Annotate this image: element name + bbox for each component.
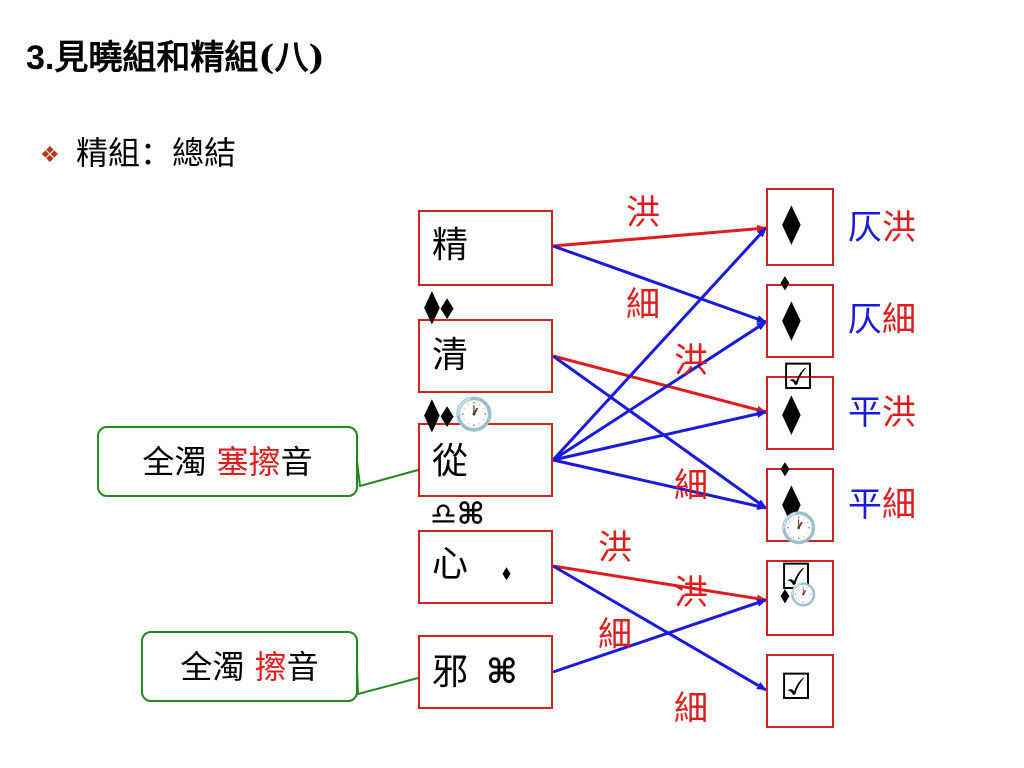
- arrow-cong-to-ze-xi: [552, 320, 767, 462]
- note-fricative: 全濁 擦音: [141, 631, 358, 702]
- target-mark: ⧫: [782, 391, 801, 435]
- note-suffix: 音: [280, 442, 313, 481]
- overflow-mark-3: ⬧: [780, 456, 790, 481]
- note-highlight: 塞擦: [216, 442, 281, 481]
- note-affricate: 全濁 塞擦音: [97, 426, 358, 497]
- source-box-qing: 清: [418, 319, 553, 393]
- target-box-5: ☑: [766, 560, 834, 636]
- note-prefix: 全濁: [180, 647, 245, 686]
- target-mark: ⧫: [782, 481, 801, 525]
- target-box-3: ⧫: [766, 376, 834, 450]
- tone-label: 仄: [848, 300, 882, 340]
- edge-label: 洪: [598, 528, 632, 568]
- source-symbol: ⬧: [502, 560, 511, 584]
- source-box-cong: 從: [418, 423, 553, 497]
- target-label-2: 仄細: [848, 303, 916, 337]
- connector-note2: [356, 669, 419, 696]
- page-title: 3.見曉組和精組(八): [26, 30, 325, 79]
- target-mark: ⧫: [782, 201, 801, 245]
- kind-label: 細: [882, 300, 916, 340]
- between-symbol-1: ⧫⬧: [424, 287, 455, 325]
- source-box-xie: 邪 ⌘: [418, 635, 553, 709]
- note-suffix: 音: [286, 647, 319, 686]
- edge-label: 細: [674, 689, 708, 729]
- target-label-1: 仄洪: [848, 211, 916, 245]
- tone-label: 平: [848, 485, 882, 525]
- target-box-2: ⧫: [766, 284, 834, 358]
- kind-label: 洪: [882, 393, 916, 433]
- target-label-3: 平洪: [848, 396, 916, 430]
- tone-label: 仄: [848, 208, 882, 248]
- edge-label: 細: [598, 615, 632, 655]
- between-symbol-3: ♎⌘: [430, 497, 485, 532]
- source-box-jing: 精: [418, 210, 553, 286]
- target-mark: ☑: [780, 557, 813, 598]
- edge-label: 細: [626, 285, 660, 325]
- edge-label: 洪: [626, 193, 660, 233]
- arrow-jing-to-ze-xi: [552, 244, 767, 324]
- overflow-mark-5: ⬧🕐: [780, 583, 818, 608]
- bullet-line: ❖ 精組：總結: [40, 128, 236, 174]
- bullet-text: 精組：總結: [76, 134, 237, 172]
- source-symbol: ⌘: [486, 652, 518, 692]
- arrow-cong-to-ping-xi: [552, 458, 767, 510]
- arrow-qing-to-ping-hong: [552, 354, 767, 414]
- title-number: 3.: [26, 39, 55, 77]
- title-text: 見曉組和精組(八): [54, 38, 325, 78]
- source-char: 精: [432, 225, 469, 266]
- edge-label: 洪: [674, 341, 708, 381]
- target-box-1: ⧫: [766, 188, 834, 266]
- between-symbol-2: ⧫⬧🕐: [424, 395, 495, 433]
- source-char: 心: [432, 544, 469, 585]
- source-box-xin: 心 ⬧: [418, 530, 553, 604]
- overflow-mark-2: ☑: [782, 357, 815, 398]
- note-highlight: 擦: [254, 647, 287, 686]
- arrow-xie-to-box5: [552, 598, 767, 674]
- arrow-xin-to-box5: [552, 564, 767, 603]
- target-mark: ⧫: [782, 297, 801, 341]
- overflow-mark-1: ⬧: [780, 270, 790, 295]
- target-box-4: ⧫: [766, 468, 834, 542]
- arrow-xin-to-box6: [552, 564, 767, 692]
- kind-label: 細: [882, 485, 916, 525]
- arrow-jing-to-ze-hong: [552, 224, 767, 248]
- note-prefix: 全濁: [142, 442, 207, 481]
- overflow-mark-4: 🕐: [780, 511, 818, 546]
- connector-note1: [356, 460, 419, 488]
- source-char: 從: [432, 441, 469, 482]
- target-label-4: 平細: [848, 488, 916, 522]
- edge-label: 細: [674, 466, 708, 506]
- edge-label: 洪: [674, 573, 708, 613]
- arrow-cong-to-ze-hong: [551, 226, 768, 462]
- arrow-cong-to-ping-hong: [552, 410, 767, 462]
- target-box-6: ☑: [766, 654, 834, 728]
- diamond-cluster-icon: ❖: [40, 143, 60, 168]
- tone-label: 平: [848, 393, 882, 433]
- kind-label: 洪: [882, 208, 916, 248]
- source-char: 邪: [432, 652, 469, 693]
- source-char: 清: [432, 335, 469, 376]
- arrow-qing-to-ping-xi: [552, 354, 767, 510]
- target-mark: ☑: [780, 667, 813, 708]
